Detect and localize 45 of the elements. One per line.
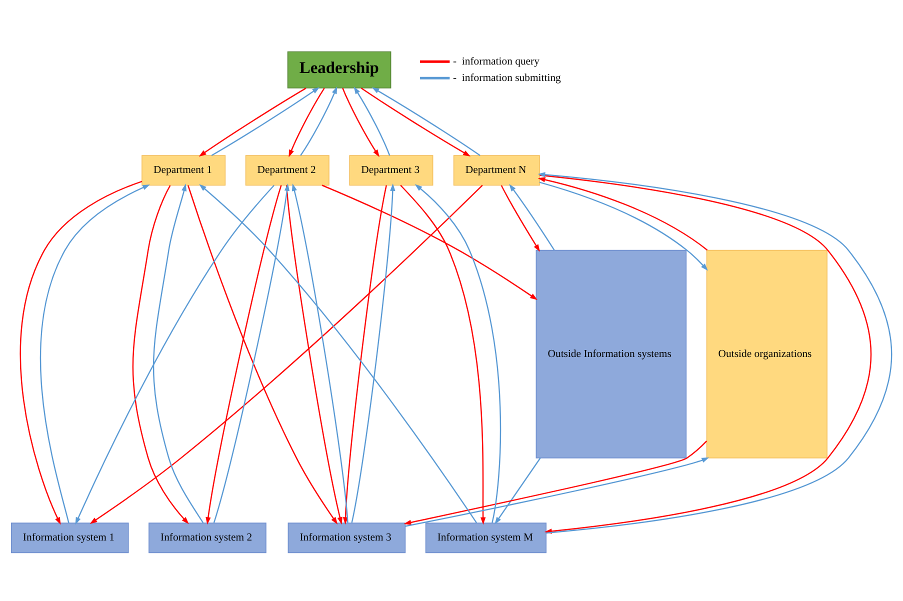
arrow <box>414 184 502 523</box>
arrow <box>75 184 274 524</box>
arrow <box>286 184 342 524</box>
arrow <box>494 457 541 524</box>
arrow <box>292 183 348 522</box>
node-box: Outside Information systems <box>536 249 687 458</box>
legend-label: - information submitting <box>452 71 561 84</box>
arrow <box>342 87 380 157</box>
arrow <box>500 184 540 252</box>
node-box: Information system 1 <box>10 522 129 553</box>
arrow <box>400 184 486 524</box>
legend-label: - information query <box>452 54 540 67</box>
arrow <box>360 87 470 156</box>
arrow <box>187 184 338 524</box>
arrow <box>300 86 338 156</box>
node-box: Department 2 <box>245 154 330 186</box>
arrow <box>354 86 390 156</box>
node-box: Outside organizations <box>706 249 828 458</box>
arrow <box>509 184 555 250</box>
node-box: Leadership <box>287 50 392 88</box>
arrow <box>372 86 480 156</box>
arrow <box>132 184 189 524</box>
node-box: Department 3 <box>349 154 434 186</box>
arrow <box>90 184 483 524</box>
arrow <box>40 184 150 523</box>
arrow <box>539 181 708 270</box>
arrow <box>288 87 325 157</box>
arrow <box>213 183 290 522</box>
node-box: Department 1 <box>142 154 226 186</box>
arrow <box>211 86 320 156</box>
node-box: Department N <box>453 154 540 186</box>
arrow <box>199 184 478 523</box>
arrow <box>342 184 387 524</box>
arrow <box>538 176 708 250</box>
arrow <box>206 184 282 524</box>
node-box: Information system 3 <box>288 522 406 553</box>
arrow <box>351 182 396 522</box>
node-box: Information system 2 <box>148 522 266 553</box>
arrow <box>20 180 142 524</box>
node-box: Information system M <box>425 522 546 553</box>
arrow <box>405 456 710 526</box>
arrow <box>152 183 204 523</box>
arrow <box>322 184 538 300</box>
arrow <box>198 87 306 156</box>
arrow <box>404 440 708 524</box>
